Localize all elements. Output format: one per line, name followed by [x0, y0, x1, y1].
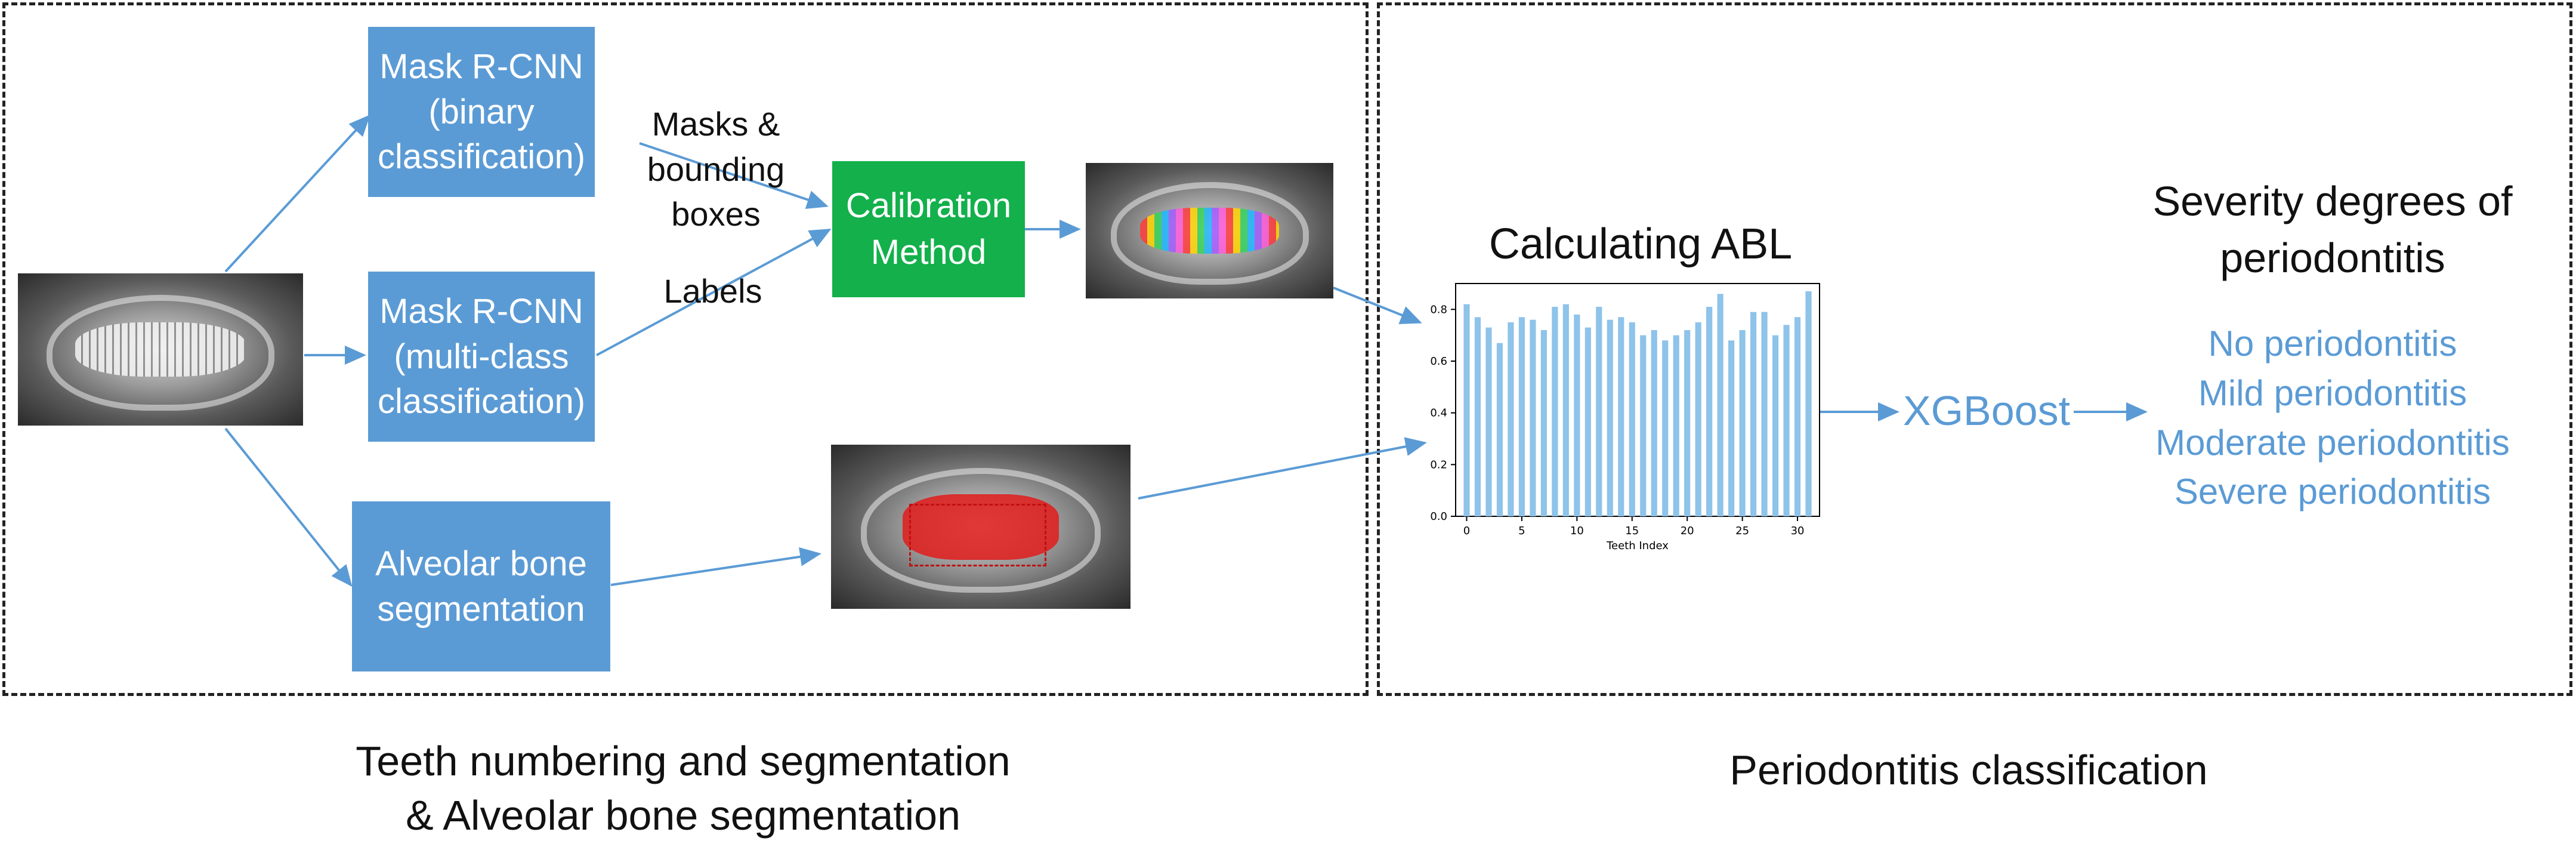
left-panel-caption: Teeth numbering and segmentation & Alveo… — [356, 738, 1011, 839]
y-tick-label: 0.4 — [1430, 407, 1447, 420]
bar-27 — [1761, 312, 1768, 516]
class-list: No periodontitis Mild periodontitis Mode… — [2124, 319, 2541, 517]
arrow-xray-to-box1 — [224, 115, 370, 273]
arrow-xray-to-chart — [1333, 287, 1422, 324]
bar-26 — [1750, 312, 1757, 516]
x-tick-label: 30 — [1791, 525, 1805, 537]
xgboost-label: XGBoost — [1902, 387, 2071, 434]
right-panel-caption: Periodontitis classification — [1729, 747, 2208, 793]
bar-12 — [1596, 307, 1602, 516]
bar-19 — [1673, 335, 1679, 516]
x-tick-label: 15 — [1625, 525, 1639, 537]
bar-4 — [1508, 322, 1514, 516]
arrow-xray2-to-chart — [1138, 437, 1427, 500]
y-tick-label: 0.8 — [1430, 303, 1447, 316]
x-tick-label: 0 — [1463, 525, 1470, 537]
bar-15 — [1629, 322, 1635, 516]
bar-24 — [1728, 340, 1735, 516]
teeth-segmentation-xray — [1086, 163, 1333, 298]
x-tick-label: 20 — [1681, 525, 1694, 537]
class-severe-periodontitis: Severe periodontitis — [2174, 472, 2491, 512]
mask-rcnn-multiclass-box: Mask R-CNN (multi-class classification) — [368, 272, 595, 442]
bar-31 — [1805, 291, 1812, 516]
bar-8 — [1552, 307, 1558, 516]
severity-title: Severity degrees of periodontitis — [2152, 178, 2513, 281]
bar-18 — [1662, 340, 1669, 516]
bar-29 — [1783, 325, 1790, 516]
bar-10 — [1574, 315, 1580, 516]
alveolar-bone-segmentation-box: Alveolar bone segmentation — [352, 501, 610, 671]
alveolar-bone-xray — [831, 445, 1131, 609]
arrow-box3-to-xray — [610, 547, 821, 586]
bar-3 — [1496, 343, 1503, 516]
bar-2 — [1485, 327, 1492, 516]
bar-0 — [1463, 304, 1470, 516]
class-moderate-periodontitis: Moderate periodontitis — [2155, 422, 2510, 463]
labels-label: Labels — [663, 272, 762, 310]
calibration-method-box: Calibration Method — [832, 161, 1025, 297]
bar-11 — [1584, 327, 1591, 516]
bar-25 — [1739, 330, 1746, 516]
x-tick-label: 5 — [1518, 525, 1525, 537]
bar-5 — [1518, 317, 1525, 516]
x-tick-label: 10 — [1570, 525, 1584, 537]
bar-30 — [1794, 317, 1801, 516]
chart-frame — [1455, 283, 1820, 517]
mask-rcnn-binary-box: Mask R-CNN (binary classification) — [368, 27, 595, 197]
class-no-periodontitis: No periodontitis — [2208, 324, 2457, 364]
input-xray-image — [18, 273, 303, 426]
bar-13 — [1607, 319, 1613, 516]
arrow-box1-to-calibration — [639, 142, 829, 209]
right-panel-border — [1377, 2, 2572, 696]
class-mild-periodontitis: Mild periodontitis — [2198, 372, 2467, 413]
bar-21 — [1695, 322, 1701, 516]
bar-1 — [1474, 317, 1481, 516]
abl-chart-title: Calculating ABL — [1488, 220, 1793, 268]
bar-16 — [1640, 335, 1647, 516]
bar-23 — [1717, 294, 1723, 516]
arrow-xray-to-box3 — [224, 427, 353, 587]
y-tick-label: 0.2 — [1430, 458, 1447, 471]
bar-6 — [1530, 319, 1536, 516]
bar-9 — [1562, 304, 1569, 516]
bar-17 — [1651, 330, 1657, 516]
y-tick-label: 0.0 — [1430, 510, 1447, 523]
masks-bounding-boxes-label: Masks & bounding boxes — [647, 105, 785, 233]
left-panel-border — [2, 2, 1369, 696]
x-tick-label: 25 — [1735, 525, 1749, 537]
bar-28 — [1772, 335, 1779, 516]
x-axis-label: Teeth Index — [1606, 540, 1669, 552]
arrow-box2-to-calibration — [596, 229, 832, 356]
bar-7 — [1540, 330, 1547, 516]
bar-20 — [1684, 330, 1691, 516]
bar-22 — [1706, 307, 1713, 516]
y-tick-label: 0.6 — [1430, 355, 1447, 368]
bar-14 — [1618, 317, 1624, 516]
